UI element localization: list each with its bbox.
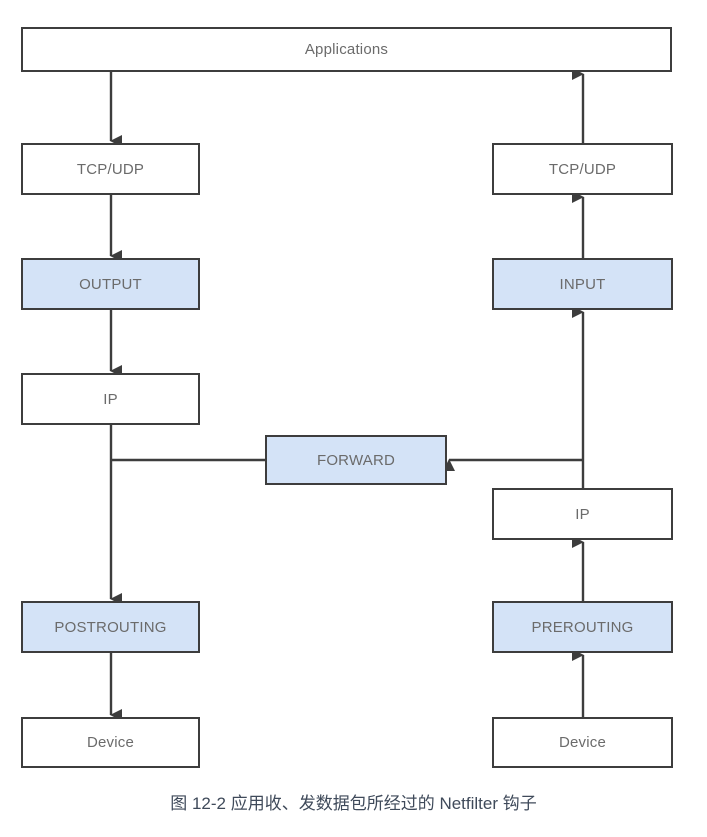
node-device-ingress-label: Device	[558, 734, 607, 751]
node-tcp-udp-egress[interactable]: TCP/UDP	[21, 143, 200, 195]
node-tcp-udp-ingress[interactable]: TCP/UDP	[492, 143, 673, 195]
node-output-hook-label: OUTPUT	[79, 275, 142, 293]
node-ip-egress-label: IP	[103, 390, 118, 408]
node-output-hook[interactable]: OUTPUT	[21, 258, 200, 310]
node-device-egress[interactable]: Device	[21, 717, 200, 768]
node-input-hook[interactable]: INPUT	[492, 258, 673, 310]
node-prerouting-hook-label: PREROUTING	[531, 618, 634, 636]
node-ip-egress[interactable]: IP	[21, 373, 200, 425]
node-forward-hook-label: FORWARD	[316, 451, 396, 469]
node-ip-ingress[interactable]: IP	[492, 488, 673, 540]
node-postrouting-hook[interactable]: POSTROUTING	[21, 601, 200, 653]
node-applications[interactable]: Applications	[21, 27, 672, 72]
node-prerouting-hook[interactable]: PREROUTING	[492, 601, 673, 653]
node-tcp-udp-ingress-label: TCP/UDP	[548, 160, 617, 178]
node-forward-hook[interactable]: FORWARD	[265, 435, 447, 485]
node-postrouting-hook-label: POSTROUTING	[54, 618, 167, 636]
node-input-hook-label: INPUT	[559, 275, 606, 293]
node-device-ingress[interactable]: Device	[492, 717, 673, 768]
connector-layer	[109, 68, 585, 721]
figure-caption: 图 12-2 应用收、发数据包所经过的 Netfilter 钩子	[170, 794, 537, 813]
node-tcp-udp-egress-label: TCP/UDP	[76, 160, 145, 178]
node-ip-ingress-label: IP	[575, 505, 590, 523]
node-device-egress-label: Device	[86, 734, 135, 751]
node-applications-label: Applications	[304, 41, 389, 58]
